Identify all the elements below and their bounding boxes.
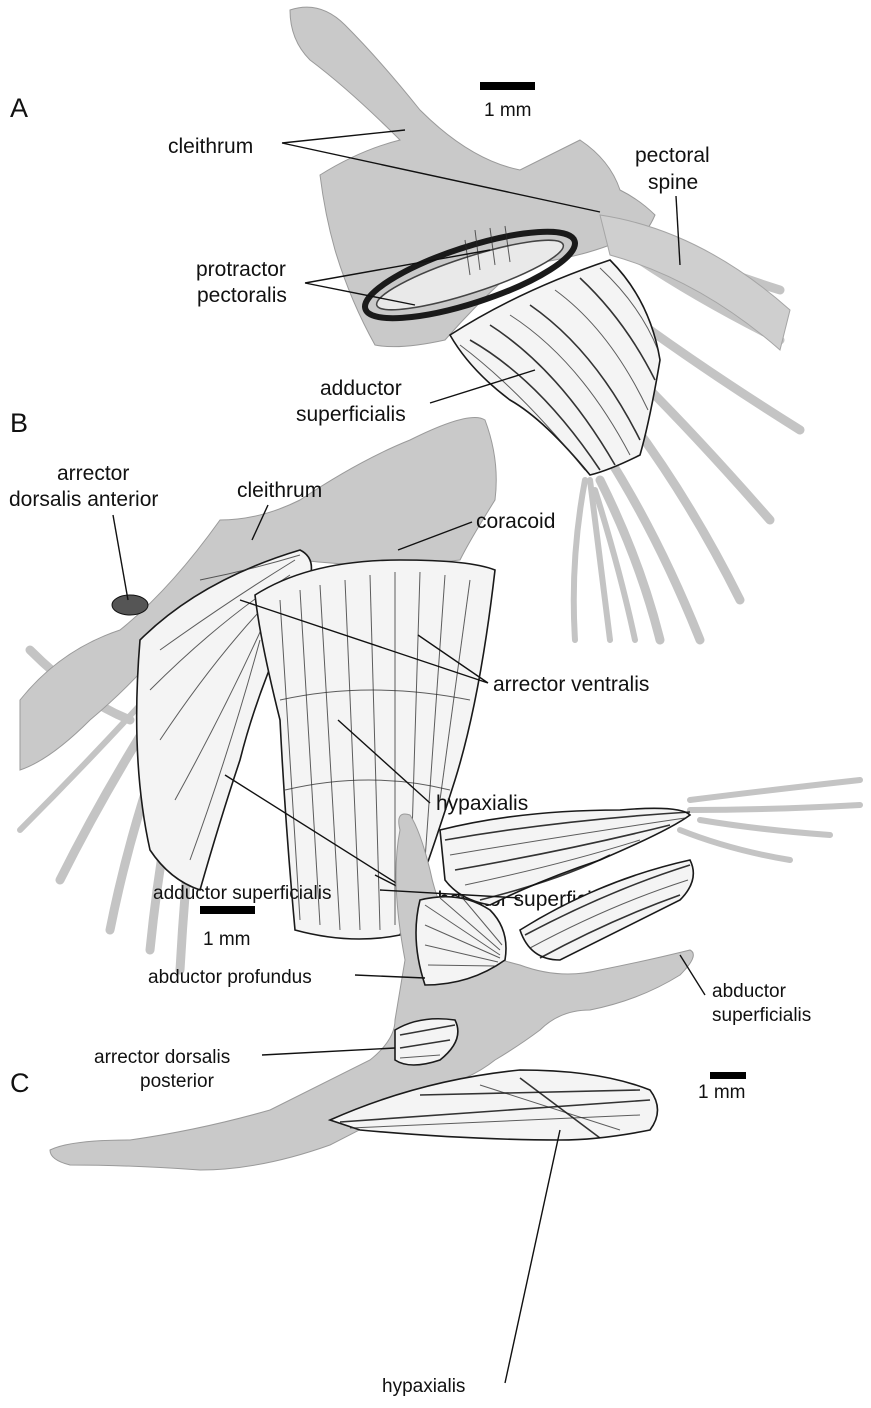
panel-b-coracoid-label: coracoid (476, 510, 555, 533)
panel-b-arrector-dorsalis-anterior-label-1: arrector (57, 462, 129, 485)
panel-c-arrector-dorsalis-posterior-label-2: posterior (140, 1071, 215, 1092)
panel-c-adductor-superficialis-label: adductor superficialis (153, 883, 331, 904)
panel-a-scale-label: 1 mm (484, 100, 532, 121)
panel-b-scale-label: 1 mm (203, 929, 251, 950)
panel-c-scale-label: 1 mm (698, 1082, 746, 1103)
panel-a-protractor-label-1: protractor (196, 258, 286, 281)
panel-c-arrector-dorsalis-posterior-leader (262, 1048, 395, 1055)
panel-c-hypaxialis-leader (505, 1130, 560, 1383)
panel-a-cleithrum-label: cleithrum (168, 135, 253, 158)
panel-b-letter: B (10, 408, 28, 438)
panel-a-adductor-label-2: superficialis (296, 403, 406, 426)
panel-a-letter: A (10, 93, 28, 123)
panel-c-abductor-superficialis-label-2: superficialis (712, 1005, 811, 1026)
panel-b-arrector-dorsalis-anterior-muscle (112, 595, 148, 615)
panel-c-abductor-superficialis-leader (680, 955, 705, 995)
panel-c: C 1 mm adductor superficialis abductor p… (10, 780, 860, 1397)
panel-c-abductor-superficialis-label-1: abductor (712, 981, 787, 1002)
panel-b-cleithrum-label: cleithrum (237, 479, 322, 502)
panel-c-scale-bar (710, 1072, 746, 1079)
panel-b-arrector-dorsalis-anterior-leader (113, 515, 128, 600)
panel-a-protractor-label-2: pectoralis (197, 284, 287, 307)
panel-c-hypaxialis-label: hypaxialis (382, 1376, 465, 1397)
panel-c-fin-rays (680, 780, 860, 860)
panel-c-arrector-dorsalis-posterior-label-1: arrector dorsalis (94, 1047, 230, 1068)
panel-b-hypaxialis-label: hypaxialis (436, 792, 528, 815)
panel-a-adductor-label-1: adductor (320, 377, 402, 400)
panel-c-letter: C (10, 1068, 30, 1098)
panel-b-arrector-dorsalis-anterior-label-2: dorsalis anterior (9, 488, 158, 511)
panel-b-scale-bar (200, 906, 255, 914)
panel-c-abductor-profundus-label: abductor profundus (148, 967, 312, 988)
panel-a-scale-bar (480, 82, 535, 90)
panel-a-pectoral-label-1: pectoral (635, 144, 710, 167)
panel-a-pectoral-label-2: spine (648, 171, 698, 194)
panel-b-arrector-ventralis-label: arrector ventralis (493, 673, 649, 696)
